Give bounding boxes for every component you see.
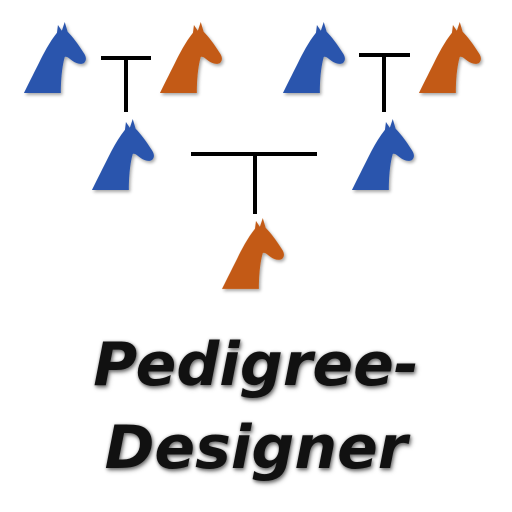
horse-head-orange-icon — [418, 22, 481, 93]
pedigree-connectors — [101, 53, 410, 214]
horse-head-blue-icon — [351, 119, 414, 190]
horse-head-blue-icon — [282, 22, 345, 93]
app-title-line-1: Pedigree- — [93, 330, 419, 400]
horse-head-blue-icon — [23, 22, 86, 93]
horse-head-orange-icon — [159, 22, 222, 93]
app-title-line-2: Designer — [104, 413, 408, 483]
horse-head-blue-icon — [91, 119, 154, 190]
horse-head-orange-icon — [221, 218, 284, 289]
